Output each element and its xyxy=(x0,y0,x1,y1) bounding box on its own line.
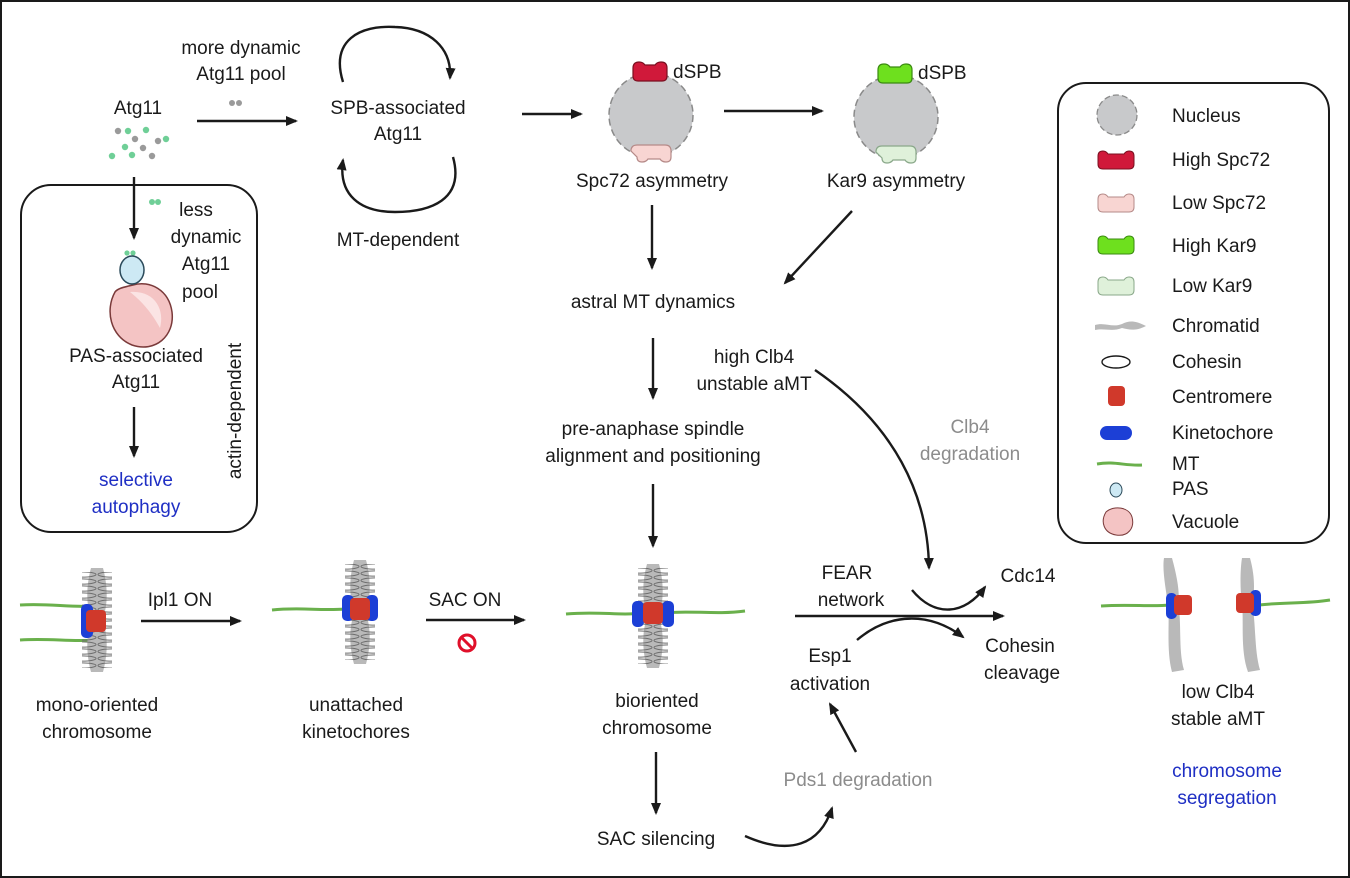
preanaphase-line2: alignment and positioning xyxy=(545,446,761,467)
legend-label-vacuole: Vacuole xyxy=(1172,512,1239,533)
legend-label-high-spc72: High Spc72 xyxy=(1172,150,1270,171)
actin-dependent-label: actin-dependent xyxy=(225,342,246,479)
legend-label-pas: PAS xyxy=(1172,479,1209,500)
high-clb4-line2: unstable aMT xyxy=(696,374,812,395)
legend-label-centromere: Centromere xyxy=(1172,387,1272,408)
selective-autophagy-line2: autophagy xyxy=(92,497,181,518)
kinetochore-icon xyxy=(1100,426,1132,440)
prohibited-icon xyxy=(457,633,477,653)
less-dynamic-line2: dynamic xyxy=(171,227,242,248)
legend-label-kinetochore: Kinetochore xyxy=(1172,423,1273,444)
high-spc72-icon xyxy=(1097,150,1135,170)
atg11-title: Atg11 xyxy=(114,98,162,119)
legend-label-low-spc72: Low Spc72 xyxy=(1172,193,1266,214)
unattached-line1: unattached xyxy=(309,695,403,716)
pds1-degradation-label: Pds1 degradation xyxy=(784,770,933,791)
nucleus-kar9 xyxy=(853,63,939,164)
fear-line1: FEAR xyxy=(822,563,873,584)
dspb-label-2: dSPB xyxy=(918,63,967,84)
segregation-line1: chromosome xyxy=(1172,761,1282,782)
unattached-line2: kinetochores xyxy=(302,722,410,743)
legend-label-mt: MT xyxy=(1172,454,1200,475)
selective-autophagy-line1: selective xyxy=(99,470,173,491)
pas-icon xyxy=(1109,482,1123,498)
esp1-line1: Esp1 xyxy=(808,646,851,667)
low-kar9-icon xyxy=(1097,276,1135,296)
arrow-to-cdc14 xyxy=(911,585,987,611)
segregated-chromatids-icon xyxy=(1100,558,1331,672)
less-dynamic-line1: less xyxy=(179,200,213,221)
sac-silencing-label: SAC silencing xyxy=(597,829,715,850)
legend-label-cohesin: Cohesin xyxy=(1172,352,1242,373)
ipl1-on-label: Ipl1 ON xyxy=(148,590,212,611)
cycle-arrow-bottom xyxy=(336,156,457,214)
mono-oriented-line1: mono-oriented xyxy=(36,695,159,716)
cohesin-icon xyxy=(1101,355,1131,369)
legend-label-high-kar9: High Kar9 xyxy=(1172,236,1257,257)
mono-oriented-line2: chromosome xyxy=(42,722,152,743)
cdc14-label: Cdc14 xyxy=(1001,566,1056,587)
more-dynamic-line1: more dynamic xyxy=(181,38,300,59)
legend-label-low-kar9: Low Kar9 xyxy=(1172,276,1252,297)
vacuole-icon xyxy=(1102,507,1134,536)
mt-icon xyxy=(1096,461,1143,467)
spb-associated-line2: Atg11 xyxy=(374,124,422,145)
atg11-pool-dots-icon xyxy=(229,100,242,106)
cohesin-cleavage-line2: cleavage xyxy=(984,663,1060,684)
actin-dependent-box xyxy=(20,184,258,533)
pas-vacuole-icon xyxy=(109,250,173,348)
bioriented-line2: chromosome xyxy=(602,718,712,739)
cycle-arrow-top xyxy=(338,25,456,83)
preanaphase-line1: pre-anaphase spindle xyxy=(562,419,745,440)
legend-box xyxy=(1057,82,1330,544)
unattached-chromosome-icon xyxy=(271,560,378,664)
mono-oriented-chromosome-icon xyxy=(19,568,112,672)
less-dynamic-line3: Atg11 xyxy=(182,254,230,275)
centromere-icon xyxy=(1108,386,1125,406)
cohesin-cleavage-line1: Cohesin xyxy=(985,636,1055,657)
arrow-clb4-degradation xyxy=(814,369,934,570)
less-dynamic-dots-icon xyxy=(149,199,161,205)
dspb-label-1: dSPB xyxy=(673,62,722,83)
bioriented-line1: bioriented xyxy=(615,691,698,712)
arrow-sac-silencing-to-pds1 xyxy=(744,806,834,847)
less-dynamic-line4: pool xyxy=(182,282,218,303)
arrow-to-cohesin-cleavage xyxy=(856,617,965,641)
high-clb4-line1: high Clb4 xyxy=(714,347,795,368)
nucleus-icon xyxy=(1096,94,1138,136)
spc72-asymmetry-label: Spc72 asymmetry xyxy=(576,171,729,192)
segregation-line2: segregation xyxy=(1177,788,1276,809)
low-spc72-icon xyxy=(1097,193,1135,213)
low-clb4-line2: stable aMT xyxy=(1171,709,1265,730)
chromatid-icon xyxy=(1095,321,1146,330)
nucleus-spc72 xyxy=(608,61,694,163)
legend-label-chromatid: Chromatid xyxy=(1172,316,1260,337)
pas-associated-line2: Atg11 xyxy=(112,372,160,393)
bioriented-chromosome-icon xyxy=(565,564,746,668)
high-kar9-icon xyxy=(1097,235,1135,255)
fear-line2: network xyxy=(818,590,885,611)
kar9-asymmetry-label: Kar9 asymmetry xyxy=(827,171,966,192)
clb4-degradation-line1: Clb4 xyxy=(950,417,990,438)
atg11-granules-icon xyxy=(108,126,170,160)
arrow-pds1-to-esp1 xyxy=(828,702,858,753)
pas-associated-line1: PAS-associated xyxy=(69,346,203,367)
mt-dependent-label: MT-dependent xyxy=(337,230,460,251)
esp1-line2: activation xyxy=(790,674,870,695)
arrow-kar9-to-astral xyxy=(783,210,853,285)
spb-associated-line1: SPB-associated xyxy=(330,98,465,119)
clb4-degradation-line2: degradation xyxy=(920,444,1020,465)
legend-label-nucleus: Nucleus xyxy=(1172,106,1241,127)
more-dynamic-line2: Atg11 pool xyxy=(196,64,285,85)
astral-mt-label: astral MT dynamics xyxy=(571,292,735,313)
low-clb4-line1: low Clb4 xyxy=(1182,682,1255,703)
sac-on-label: SAC ON xyxy=(429,590,502,611)
